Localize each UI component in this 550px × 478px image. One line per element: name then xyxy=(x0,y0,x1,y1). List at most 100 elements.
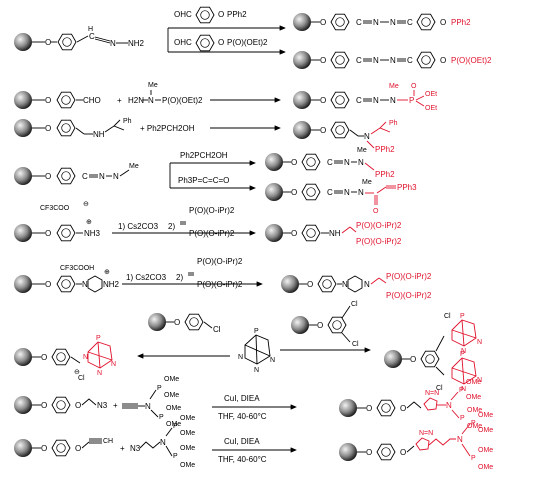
svg-text:Cl: Cl xyxy=(351,301,358,308)
svg-text:OMe: OMe xyxy=(478,427,493,434)
svg-text:N: N xyxy=(373,56,379,65)
reagent-ylide: Ph3P=C=C=O xyxy=(178,176,229,185)
svg-text:P: P xyxy=(157,385,162,392)
reaction-5: CF3COO ⊖ O ⊕ NH3 1) Cs2CO3 2) P(O)(O-iPr… xyxy=(14,201,402,246)
svg-text:N: N xyxy=(99,172,105,181)
svg-text:OMe: OMe xyxy=(180,415,195,422)
svg-text:N: N xyxy=(461,348,466,355)
svg-text:2): 2) xyxy=(168,222,175,231)
svg-text:P: P xyxy=(460,313,465,320)
svg-text:O: O xyxy=(320,126,326,135)
svg-text:O: O xyxy=(320,96,326,105)
svg-text:1) Cs2CO3: 1) Cs2CO3 xyxy=(126,273,167,282)
svg-text:Me: Me xyxy=(389,83,399,90)
svg-text:O: O xyxy=(320,18,326,27)
svg-text:O: O xyxy=(45,172,51,181)
svg-text:O: O xyxy=(174,318,180,327)
svg-text:CF3COOH: CF3COOH xyxy=(60,265,94,272)
svg-text:N: N xyxy=(254,367,259,374)
product-phosphate: P(O)(OEt)2 xyxy=(451,56,492,65)
svg-text:OMe: OMe xyxy=(466,379,481,386)
svg-text:C: C xyxy=(356,56,362,65)
svg-text:O: O xyxy=(41,444,47,453)
resin-bead xyxy=(14,348,32,366)
svg-text:O: O xyxy=(366,404,372,413)
svg-text:OMe: OMe xyxy=(478,447,493,454)
svg-text:O: O xyxy=(41,353,47,362)
reagent-ohc-top: OHC xyxy=(174,10,192,19)
svg-text:CF3COO: CF3COO xyxy=(40,205,70,212)
svg-text:2): 2) xyxy=(176,273,183,282)
svg-text:N: N xyxy=(238,354,243,361)
svg-text:P(O)(O-iPr)2: P(O)(O-iPr)2 xyxy=(356,221,402,230)
svg-text:N: N xyxy=(344,158,350,167)
svg-text:Cl: Cl xyxy=(78,375,85,382)
conditions-cs2co3: 1) Cs2CO3 xyxy=(118,222,159,231)
svg-text:N: N xyxy=(477,377,482,384)
svg-text:NH3: NH3 xyxy=(84,229,101,238)
product-pph2: PPh2 xyxy=(451,18,471,27)
svg-text:PPh2: PPh2 xyxy=(227,10,247,19)
svg-text:P: P xyxy=(460,415,465,422)
label-n3: N3 xyxy=(97,401,108,410)
svg-text:N: N xyxy=(342,280,348,289)
svg-text:N: N xyxy=(390,96,396,105)
svg-text:OMe: OMe xyxy=(164,376,179,383)
svg-text:N: N xyxy=(97,370,102,377)
svg-text:P(O)(OEt)2: P(O)(OEt)2 xyxy=(227,38,268,47)
svg-text:P(O)(OEt)2: P(O)(OEt)2 xyxy=(162,96,203,105)
svg-text:OMe: OMe xyxy=(180,430,195,437)
svg-text:N: N xyxy=(110,39,116,48)
svg-text:O: O xyxy=(218,10,224,19)
svg-text:O: O xyxy=(45,280,51,289)
svg-text:⊕: ⊕ xyxy=(86,219,92,226)
reaction-8: O O N3 + N P OMe OMe P OMe OMe CuI, DIEA… xyxy=(14,376,482,430)
resin-bead xyxy=(14,119,32,137)
svg-text:N: N xyxy=(364,280,370,289)
svg-text:N: N xyxy=(145,402,151,411)
svg-text:O: O xyxy=(45,96,51,105)
svg-text:N: N xyxy=(113,172,119,181)
svg-text:O: O xyxy=(440,18,446,27)
svg-text:O: O xyxy=(75,401,81,410)
reaction-7: O Cl ⊖ P N N N O Cl P N N xyxy=(14,301,482,393)
svg-text:P(O)(O-iPr)2: P(O)(O-iPr)2 xyxy=(197,280,243,289)
svg-text:OMe: OMe xyxy=(466,394,481,401)
svg-text:N=N: N=N xyxy=(419,430,433,437)
resin-bead xyxy=(293,91,311,109)
svg-text:N: N xyxy=(83,354,88,361)
svg-text:N: N xyxy=(364,132,370,141)
label-c: C xyxy=(89,32,95,41)
svg-text:C: C xyxy=(356,18,362,27)
svg-text:+: + xyxy=(113,401,118,410)
resin-bead xyxy=(14,224,32,242)
resin-bead xyxy=(148,313,166,331)
svg-text:N: N xyxy=(446,401,452,410)
reaction-3: O NH Ph + Ph2PCH2OH O N Ph PPh2 xyxy=(14,118,398,154)
svg-text:P: P xyxy=(159,414,164,421)
svg-text:O: O xyxy=(41,401,47,410)
svg-text:C: C xyxy=(356,96,362,105)
svg-text:Cl: Cl xyxy=(444,313,451,320)
svg-text:⊖: ⊖ xyxy=(74,369,80,376)
reaction-2: O CHO + H2N N Me P(O)(OEt)2 O C N N Me P… xyxy=(14,82,437,112)
resin-bead xyxy=(265,183,283,201)
resin-bead xyxy=(14,167,32,185)
svg-text:P: P xyxy=(96,335,101,342)
svg-text:OEt: OEt xyxy=(425,105,437,112)
svg-text:C: C xyxy=(82,172,88,181)
svg-text:O: O xyxy=(45,229,51,238)
svg-text:N: N xyxy=(390,18,396,27)
conditions-thf-2: THF, 40-60°C xyxy=(218,455,267,464)
resin-bead xyxy=(339,443,357,461)
label-o: O xyxy=(45,38,51,47)
svg-text:Cl: Cl xyxy=(352,341,359,348)
svg-text:N: N xyxy=(82,280,88,289)
reaction-9: O O CH + N3 N P OMe OMe P OMe OMe CuI, D… xyxy=(14,412,493,471)
svg-text:O: O xyxy=(45,124,51,133)
resin-bead xyxy=(14,33,32,51)
svg-text:N: N xyxy=(461,386,466,393)
svg-text:O: O xyxy=(317,321,323,330)
svg-text:N=N: N=N xyxy=(425,390,439,397)
